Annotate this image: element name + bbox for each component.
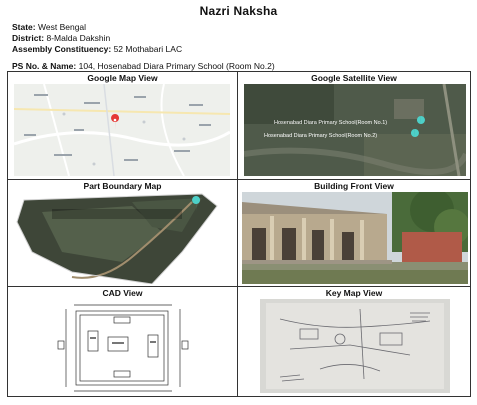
building-photo — [242, 192, 468, 284]
assembly-constituency-value: 52 Mothabari LAC — [113, 44, 183, 54]
polling-station-label: PS No. & Name: — [12, 61, 77, 71]
district-line: District: 8-Malda Dakshin — [12, 33, 110, 44]
cad-drawing — [57, 304, 189, 392]
google-map-panel: Google Map View — [8, 72, 237, 179]
assembly-constituency-label: Assembly Constituency: — [12, 44, 112, 54]
keymap-panel: Key Map View — [238, 287, 470, 396]
satellite-marker-1-icon — [416, 116, 425, 126]
state-value: West Bengal — [38, 22, 87, 32]
cad-panel: CAD View — [8, 287, 237, 396]
boundary-title: Part Boundary Map — [83, 181, 162, 191]
district-label: District: — [12, 33, 45, 43]
document-title: Nazri Naksha — [199, 4, 278, 18]
grid-divider-row2 — [8, 286, 470, 287]
grid-divider-row1 — [8, 179, 470, 180]
district-value: 8-Malda Dakshin — [46, 33, 111, 43]
building-title: Building Front View — [314, 181, 394, 191]
state-label: State: — [12, 22, 36, 32]
satellite-marker-2-label: Hosenabad Diara Primary School(Room No.2… — [264, 133, 378, 139]
keymap-sketch — [260, 299, 450, 393]
polling-station-line: PS No. & Name: 104, Hosenabad Diara Prim… — [12, 61, 275, 71]
grid-divider-vertical — [237, 72, 238, 396]
satellite-panel: Google Satellite View Hosenabad Diara Pr… — [238, 72, 470, 179]
cad-title: CAD View — [102, 288, 143, 298]
views-grid: Google Map View Google Satell — [7, 71, 471, 397]
polling-station-value: 104, Hosenabad Diara Primary School (Roo… — [78, 61, 275, 71]
boundary-panel: Part Boundary Map — [8, 180, 237, 286]
satellite-marker-1-label: Hosenabad Diara Primary School(Room No.1… — [274, 120, 388, 126]
satellite-title: Google Satellite View — [311, 73, 397, 83]
satellite-image — [244, 84, 466, 176]
boundary-map-image — [16, 193, 218, 284]
google-map-image — [14, 84, 230, 176]
assembly-constituency-line: Assembly Constituency: 52 Mothabari LAC — [12, 44, 182, 55]
state-line: State: West Bengal — [12, 22, 86, 33]
building-panel: Building Front View — [238, 180, 470, 286]
satellite-marker-2-icon — [410, 129, 419, 139]
google-map-title: Google Map View — [87, 73, 158, 83]
keymap-title: Key Map View — [325, 288, 383, 298]
